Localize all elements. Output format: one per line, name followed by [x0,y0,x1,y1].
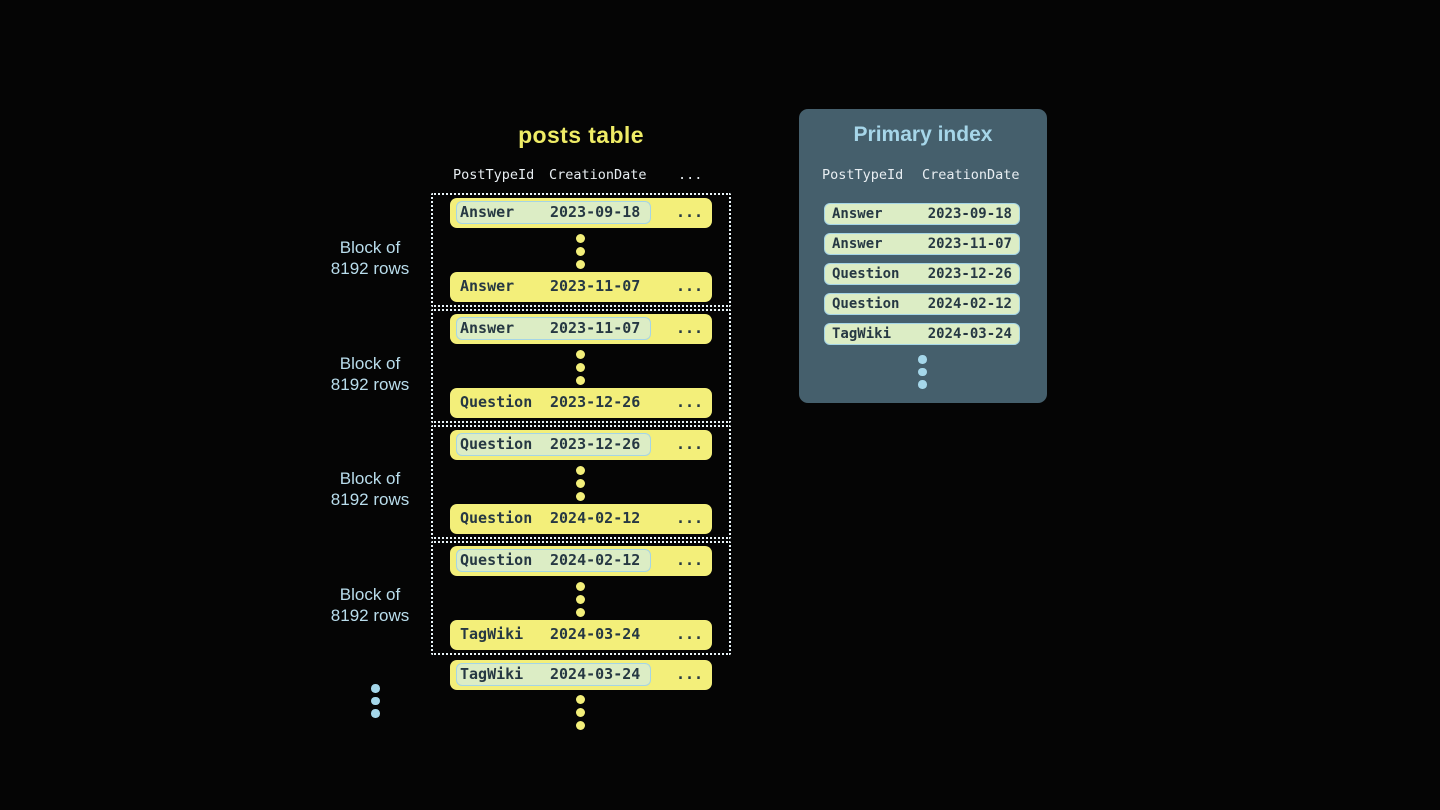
vertical-ellipsis-dots [576,466,585,501]
block-label-line2: 8192 rows [330,374,410,394]
table-row-indexed: Answer 2023-11-07 ... [450,314,712,344]
block-label: Block of 8192 rows [318,469,422,510]
block-label-line2: 8192 rows [330,605,410,625]
vertical-ellipsis-dots [576,234,585,269]
index-header-creationdate: CreationDate [922,167,1020,183]
indexed-entry-highlight [456,317,651,340]
index-type-cell: Question [832,296,900,312]
block-label: Block of 8192 rows [318,354,422,395]
post-type-cell: Question [460,435,533,453]
block-label-line1: Block of [339,354,401,373]
table-row-indexed: Answer 2023-09-18 ... [450,198,712,228]
posts-header-creationdate: CreationDate [549,167,647,183]
post-type-cell: Answer [460,203,515,221]
creation-date-cell: 2023-12-26 [550,393,641,411]
table-row-indexed: Question 2024-02-12 ... [450,546,712,576]
table-row: Answer 2023-11-07 ... [450,272,712,302]
index-row: Answer 2023-09-18 [824,203,1020,225]
block-label-line1: Block of [339,238,401,257]
creation-date-cell: 2024-02-12 [550,551,641,569]
post-type-cell: TagWiki [460,665,524,683]
index-type-cell: Question [832,266,900,282]
post-type-cell: TagWiki [460,625,524,643]
indexed-entry-highlight [456,549,651,572]
block-label-line1: Block of [339,469,401,488]
index-row: Answer 2023-11-07 [824,233,1020,255]
index-row: Question 2024-02-12 [824,293,1020,315]
more-blocks-ellipsis-dots [371,684,380,718]
more-index-entries-ellipsis-dots [918,355,927,389]
more-columns-ellipsis: ... [676,203,704,221]
block-label-line2: 8192 rows [330,489,410,509]
row-block-2: Answer 2023-11-07 ... Question 2023-12-2… [431,309,731,423]
table-row: Question 2024-02-12 ... [450,504,712,534]
row-block-1: Answer 2023-09-18 ... Answer 2023-11-07 … [431,193,731,307]
index-row: TagWiki 2024-03-24 [824,323,1020,345]
row-block-3: Question 2023-12-26 ... Question 2024-02… [431,425,731,539]
index-date-cell: 2023-11-07 [927,236,1012,252]
index-type-cell: Answer [832,236,883,252]
creation-date-cell: 2023-11-07 [550,319,641,337]
block-label-line1: Block of [339,585,401,604]
block-label: Block of 8192 rows [318,585,422,626]
index-header-posttypeid: PostTypeId [822,167,904,183]
more-columns-ellipsis: ... [676,509,704,527]
post-type-cell: Answer [460,319,515,337]
posts-table-title: posts table [518,122,644,148]
table-row: Question 2023-12-26 ... [450,388,712,418]
more-columns-ellipsis: ... [676,319,704,337]
post-type-cell: Question [460,509,533,527]
index-date-cell: 2024-03-24 [927,326,1012,342]
more-columns-ellipsis: ... [676,435,704,453]
row-block-4: Question 2024-02-12 ... TagWiki 2024-03-… [431,541,731,655]
table-row-indexed: Question 2023-12-26 ... [450,430,712,460]
index-row: Question 2023-12-26 [824,263,1020,285]
table-row: TagWiki 2024-03-24 ... [450,620,712,650]
more-columns-ellipsis: ... [676,393,704,411]
creation-date-cell: 2023-09-18 [550,203,641,221]
creation-date-cell: 2024-03-24 [550,625,641,643]
block-label-line2: 8192 rows [330,258,410,278]
posts-header-posttypeid: PostTypeId [453,167,535,183]
posts-header-ellipsis: ... [678,167,703,183]
creation-date-cell: 2024-03-24 [550,665,641,683]
vertical-ellipsis-dots [576,582,585,617]
index-date-cell: 2024-02-12 [927,296,1012,312]
indexed-entry-highlight [456,663,651,686]
index-date-cell: 2023-09-18 [927,206,1012,222]
more-columns-ellipsis: ... [676,551,704,569]
index-type-cell: TagWiki [832,326,892,342]
index-date-cell: 2023-12-26 [927,266,1012,282]
index-type-cell: Answer [832,206,883,222]
creation-date-cell: 2023-12-26 [550,435,641,453]
indexed-entry-highlight [456,201,651,224]
table-row-indexed: TagWiki 2024-03-24 ... [450,660,712,690]
primary-index-title: Primary index [853,123,993,146]
primary-index-panel: Primary index PostTypeId CreationDate An… [799,109,1047,403]
indexed-entry-highlight [456,433,651,456]
vertical-ellipsis-dots [576,350,585,385]
creation-date-cell: 2024-02-12 [550,509,641,527]
post-type-cell: Question [460,551,533,569]
more-columns-ellipsis: ... [676,625,704,643]
block-label: Block of 8192 rows [318,238,422,279]
more-columns-ellipsis: ... [676,665,704,683]
vertical-ellipsis-dots [576,695,585,730]
creation-date-cell: 2023-11-07 [550,277,641,295]
post-type-cell: Question [460,393,533,411]
more-columns-ellipsis: ... [676,277,704,295]
post-type-cell: Answer [460,277,515,295]
